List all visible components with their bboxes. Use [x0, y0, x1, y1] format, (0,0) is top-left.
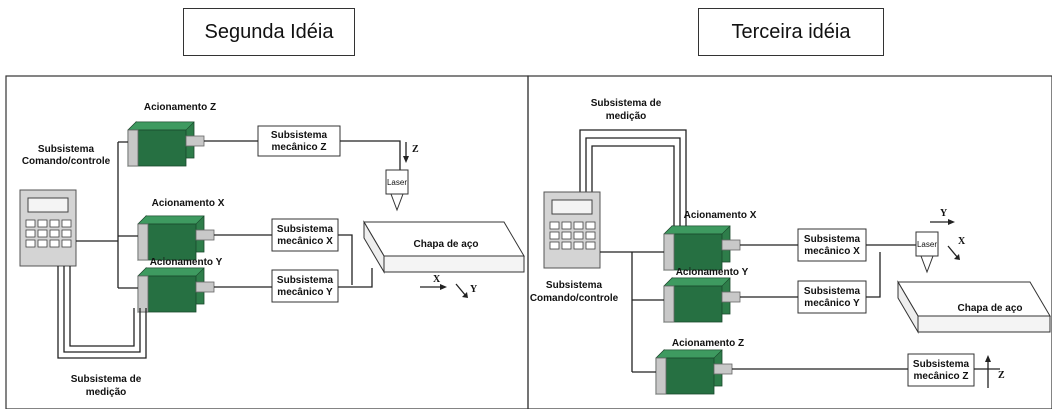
- left-motor-x: [137, 215, 215, 261]
- left-mech-y-box: [271, 269, 339, 303]
- left-laser-label: Laser: [387, 178, 407, 187]
- left-axis-z: Z: [412, 144, 419, 155]
- right-actuator-x-label: Acionamento X: [684, 210, 757, 221]
- right-actuator-y-label: Acionamento Y: [676, 267, 749, 278]
- right-mech-y-box: [797, 280, 867, 314]
- right-diagram-title: Terceira idéia: [698, 8, 884, 56]
- left-controller-label-1: Subsistema: [38, 144, 95, 155]
- left-motor-y: [137, 267, 215, 313]
- left-mech-y-label-1: Subsistema: [277, 275, 334, 286]
- right-mech-y-label-2: mecânico Y: [804, 298, 860, 309]
- right-motor-x: [663, 225, 741, 271]
- left-actuator-z-label: Acionamento Z: [144, 102, 216, 113]
- left-axis-x: X: [433, 274, 441, 285]
- left-measure-label-1: Subsistema de: [71, 374, 142, 385]
- left-controller-label-2: Comando/controle: [22, 156, 111, 167]
- right-motor-z: [655, 349, 733, 395]
- right-laser-label: Laser: [917, 240, 937, 249]
- right-steel-plate: [897, 280, 1051, 334]
- right-controller-label-2: Comando/controle: [530, 293, 619, 304]
- right-axis-x: X: [958, 236, 966, 247]
- right-measure-label-2: medição: [606, 111, 647, 122]
- left-measurement-wires: [57, 266, 147, 359]
- left-controller-icon: [19, 189, 77, 267]
- right-measure-label-1: Subsistema de: [591, 98, 662, 109]
- right-diagram-frame: [527, 75, 1052, 409]
- left-steel-plate: [363, 220, 525, 274]
- left-actuator-y-label: Acionamento Y: [150, 257, 223, 268]
- left-diagram-title: Segunda Idéia: [183, 8, 355, 56]
- right-measurement-wires: [579, 129, 687, 230]
- right-axis-z: Z: [998, 370, 1005, 381]
- left-mech-z-label-2: mecânico Z: [271, 142, 326, 153]
- right-axis-y: Y: [940, 208, 948, 219]
- left-mech-x-label-2: mecânico X: [277, 236, 333, 247]
- left-axis-y: Y: [470, 284, 478, 295]
- left-plate-label: Chapa de aço: [413, 239, 478, 250]
- left-mech-x-box: [271, 218, 339, 252]
- left-motor-z: [127, 121, 205, 167]
- left-measure-label-2: medição: [86, 387, 127, 398]
- right-motor-y: [663, 277, 741, 323]
- right-mech-z-label-2: mecânico Z: [913, 371, 968, 382]
- right-mech-y-label-1: Subsistema: [804, 286, 861, 297]
- right-controller-icon: [543, 191, 601, 269]
- right-actuator-z-label: Acionamento Z: [672, 338, 744, 349]
- left-mech-x-label-1: Subsistema: [277, 224, 334, 235]
- left-mech-y-label-2: mecânico Y: [277, 287, 333, 298]
- right-mech-x-label-2: mecânico X: [804, 246, 860, 257]
- left-actuator-x-label: Acionamento X: [152, 198, 225, 209]
- right-controller-label-1: Subsistema: [546, 280, 603, 291]
- right-plate-label: Chapa de aço: [957, 303, 1022, 314]
- right-mech-z-label-1: Subsistema: [913, 359, 970, 370]
- right-mech-x-label-1: Subsistema: [804, 234, 861, 245]
- right-mech-z-box: [907, 353, 975, 387]
- left-mech-z-label-1: Subsistema: [271, 130, 328, 141]
